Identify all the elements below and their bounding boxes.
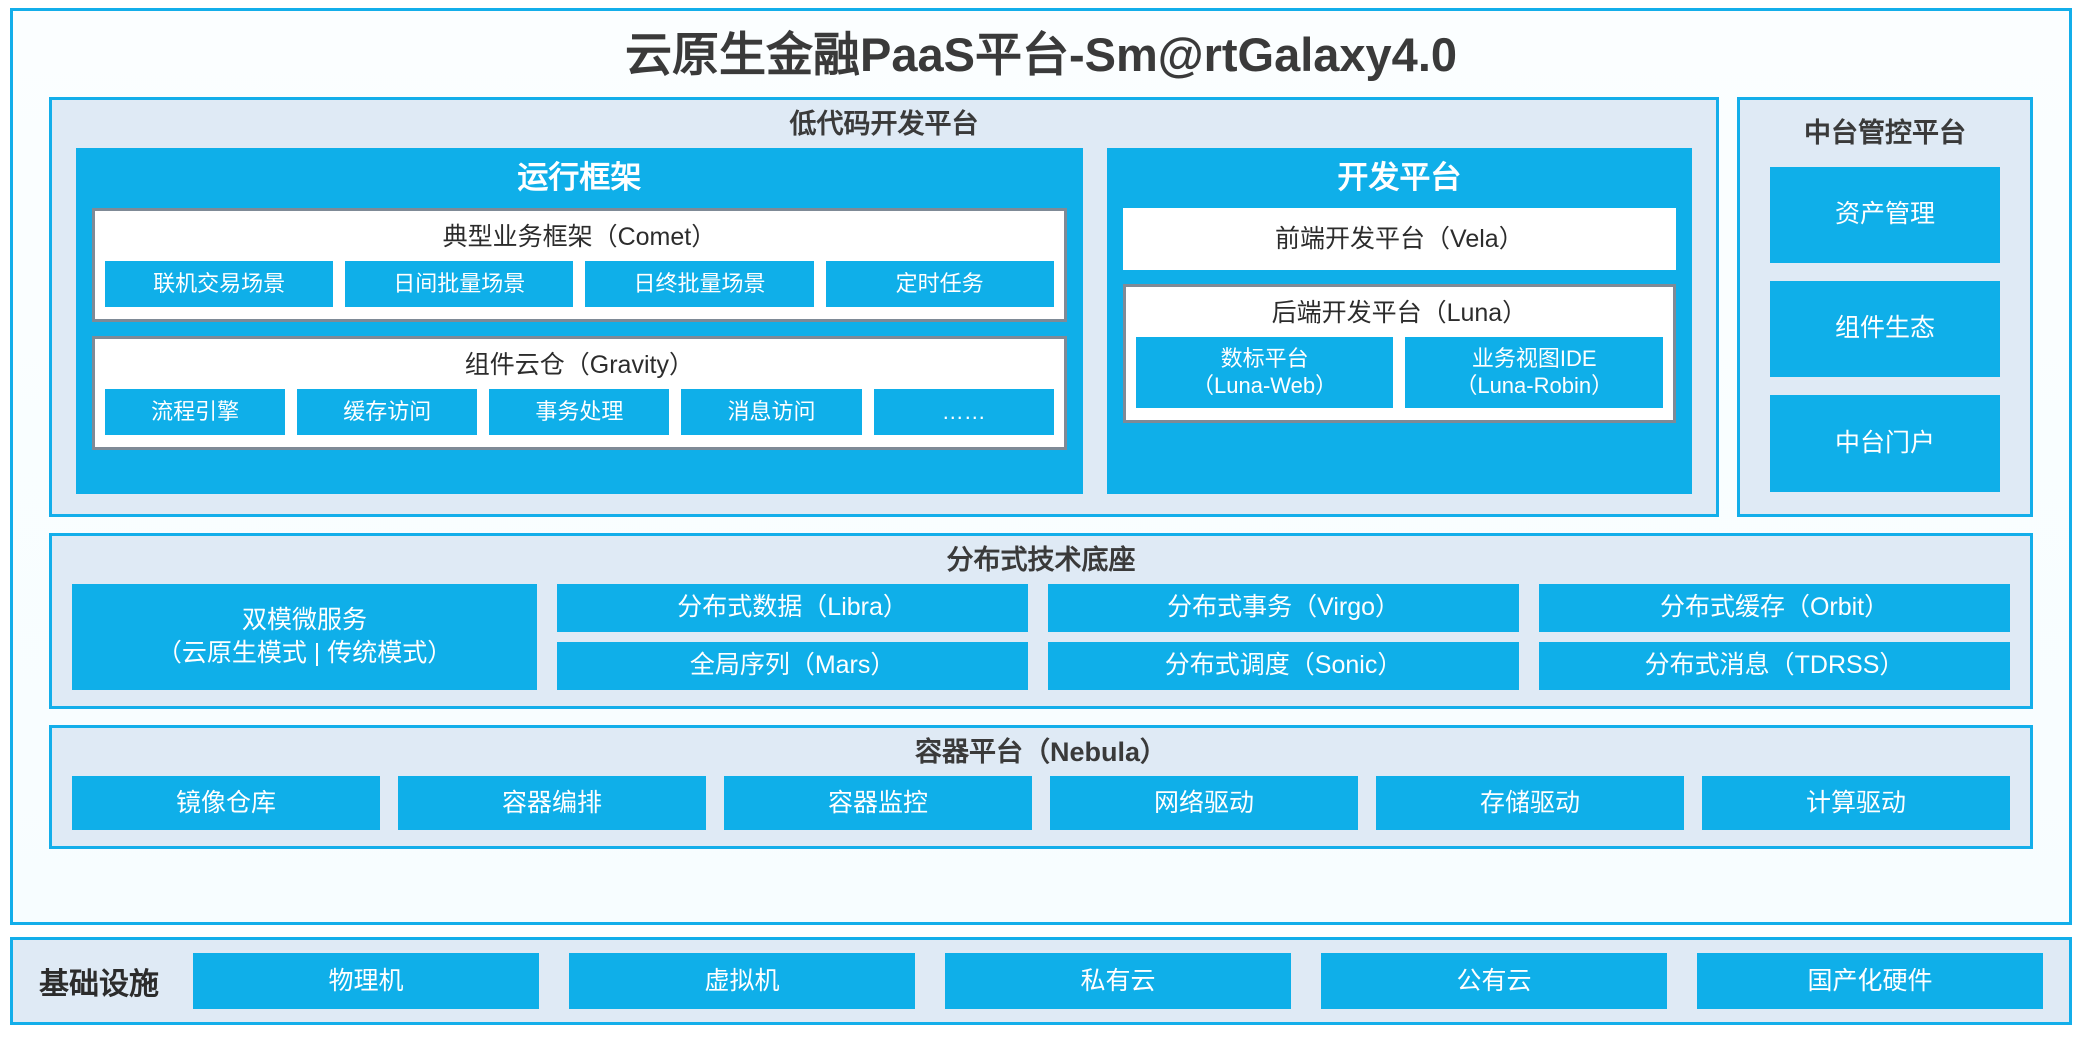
luna-backend-title: 后端开发平台（Luna）	[1271, 298, 1528, 327]
container-platform-title: 容器平台（Nebula）	[914, 736, 1168, 767]
top-row: 低代码开发平台 运行框架 典型业务框架（Comet） 联机交易场景 日间批量场景…	[13, 96, 2069, 517]
luna-chip-luna-web[interactable]: 数标平台（Luna-Web）	[1135, 336, 1394, 408]
infrastructure-item-private-cloud[interactable]: 私有云	[945, 953, 1291, 1009]
distributed-data-libra-box[interactable]: 分布式数据（Libra）	[557, 583, 1029, 632]
comet-chip-row: 联机交易场景 日间批量场景 日终批量场景 定时任务	[105, 260, 1054, 307]
luna-backend-box: 后端开发平台（Luna） 数标平台（Luna-Web） 业务视图IDE（Luna…	[1122, 283, 1676, 423]
distributed-transaction-virgo-box[interactable]: 分布式事务（Virgo）	[1048, 583, 1520, 632]
lowcode-platform-title: 低代码开发平台	[789, 108, 979, 139]
runtime-framework-card: 运行框架 典型业务框架（Comet） 联机交易场景 日间批量场景 日终批量场景 …	[76, 147, 1083, 494]
luna-chip-luna-robin[interactable]: 业务视图IDE（Luna-Robin）	[1405, 336, 1664, 408]
comet-box: 典型业务框架（Comet） 联机交易场景 日间批量场景 日终批量场景 定时任务	[92, 207, 1067, 322]
midplatform-panel: 中台管控平台 资产管理 组件生态 中台门户	[1737, 96, 2033, 517]
midplatform-items: 资产管理 组件生态 中台门户	[1740, 163, 2030, 492]
distributed-base-column-1: 分布式数据（Libra） 全局序列（Mars）	[557, 583, 1029, 690]
page-title: 云原生金融PaaS平台-Sm@rtGalaxy4.0	[624, 28, 1458, 81]
gravity-chip-more[interactable]: ……	[873, 388, 1054, 436]
midplatform-item-asset-management[interactable]: 资产管理	[1770, 166, 2000, 264]
container-platform-panel: 容器平台（Nebula） 镜像仓库 容器编排 容器监控 网络驱动 存储驱动 计算…	[49, 724, 2033, 849]
comet-chip-online-transaction[interactable]: 联机交易场景	[105, 260, 334, 307]
global-sequence-mars-box[interactable]: 全局序列（Mars）	[557, 641, 1029, 690]
gravity-title: 组件云仓（Gravity）	[464, 350, 694, 379]
luna-chip-row: 数标平台（Luna-Web） 业务视图IDE（Luna-Robin）	[1135, 336, 1664, 408]
distributed-base-body: 双模微服务（云原生模式 | 传统模式） 分布式数据（Libra） 全局序列（Ma…	[52, 583, 2030, 690]
container-item-storage-driver[interactable]: 存储驱动	[1376, 775, 1684, 830]
gravity-chip-message-access[interactable]: 消息访问	[681, 388, 862, 436]
distributed-base-column-2: 分布式事务（Virgo） 分布式调度（Sonic）	[1048, 583, 1520, 690]
lowcode-platform-panel: 低代码开发平台 运行框架 典型业务框架（Comet） 联机交易场景 日间批量场景…	[49, 96, 1719, 517]
comet-chip-scheduled-task[interactable]: 定时任务	[825, 260, 1054, 307]
infrastructure-label: 基础设施	[39, 968, 159, 1001]
comet-title: 典型业务框架（Comet）	[442, 222, 717, 251]
lowcode-platform-body: 运行框架 典型业务框架（Comet） 联机交易场景 日间批量场景 日终批量场景 …	[52, 147, 1716, 514]
dev-platform-card: 开发平台 前端开发平台（Vela） 后端开发平台（Luna） 数标平台（Luna…	[1106, 147, 1692, 494]
platform-main-frame: 云原生金融PaaS平台-Sm@rtGalaxy4.0 低代码开发平台 运行框架 …	[10, 8, 2072, 925]
dual-mode-microservice-box[interactable]: 双模微服务（云原生模式 | 传统模式）	[72, 583, 538, 690]
container-item-network-driver[interactable]: 网络驱动	[1050, 775, 1358, 830]
gravity-chip-transaction-processing[interactable]: 事务处理	[489, 388, 670, 436]
container-item-monitoring[interactable]: 容器监控	[724, 775, 1032, 830]
distributed-base-column-3: 分布式缓存（Orbit） 分布式消息（TDRSS）	[1539, 583, 2011, 690]
container-item-compute-driver[interactable]: 计算驱动	[1702, 775, 2010, 830]
distributed-message-tdrss-box[interactable]: 分布式消息（TDRSS）	[1539, 641, 2011, 690]
gravity-box: 组件云仓（Gravity） 流程引擎 缓存访问 事务处理 消息访问 ……	[92, 335, 1067, 451]
comet-chip-eod-batch[interactable]: 日终批量场景	[585, 260, 814, 307]
infrastructure-item-virtual-machine[interactable]: 虚拟机	[569, 953, 915, 1009]
container-platform-body: 镜像仓库 容器编排 容器监控 网络驱动 存储驱动 计算驱动	[52, 775, 2030, 830]
runtime-framework-title: 运行框架	[517, 159, 642, 195]
container-item-image-registry[interactable]: 镜像仓库	[72, 775, 380, 830]
midplatform-item-component-ecosystem[interactable]: 组件生态	[1770, 281, 2000, 378]
infrastructure-item-physical-machine[interactable]: 物理机	[193, 953, 539, 1009]
dev-platform-title: 开发平台	[1337, 159, 1462, 195]
gravity-chip-row: 流程引擎 缓存访问 事务处理 消息访问 ……	[105, 388, 1054, 436]
gravity-chip-process-engine[interactable]: 流程引擎	[105, 388, 286, 436]
infrastructure-bar: 基础设施 物理机 虚拟机 私有云 公有云 国产化硬件	[10, 937, 2072, 1025]
distributed-base-title: 分布式技术底座	[946, 544, 1136, 575]
midplatform-item-portal[interactable]: 中台门户	[1770, 395, 2000, 492]
distributed-cache-orbit-box[interactable]: 分布式缓存（Orbit）	[1539, 583, 2011, 632]
infrastructure-item-domestic-hardware[interactable]: 国产化硬件	[1697, 953, 2043, 1009]
infrastructure-item-public-cloud[interactable]: 公有云	[1321, 953, 1667, 1009]
container-platform-row: 容器平台（Nebula） 镜像仓库 容器编排 容器监控 网络驱动 存储驱动 计算…	[13, 709, 2069, 849]
distributed-base-row: 分布式技术底座 双模微服务（云原生模式 | 传统模式） 分布式数据（Libra）…	[13, 517, 2069, 709]
gravity-chip-cache-access[interactable]: 缓存访问	[297, 388, 478, 436]
vela-frontend-box[interactable]: 前端开发平台（Vela）	[1122, 207, 1676, 270]
distributed-schedule-sonic-box[interactable]: 分布式调度（Sonic）	[1048, 641, 1520, 690]
comet-chip-intraday-batch[interactable]: 日间批量场景	[345, 260, 574, 307]
dual-mode-microservice-wrapper: 双模微服务（云原生模式 | 传统模式）	[72, 583, 538, 690]
distributed-base-panel: 分布式技术底座 双模微服务（云原生模式 | 传统模式） 分布式数据（Libra）…	[49, 532, 2033, 709]
midplatform-title: 中台管控平台	[1804, 117, 1966, 148]
container-item-orchestration[interactable]: 容器编排	[398, 775, 706, 830]
